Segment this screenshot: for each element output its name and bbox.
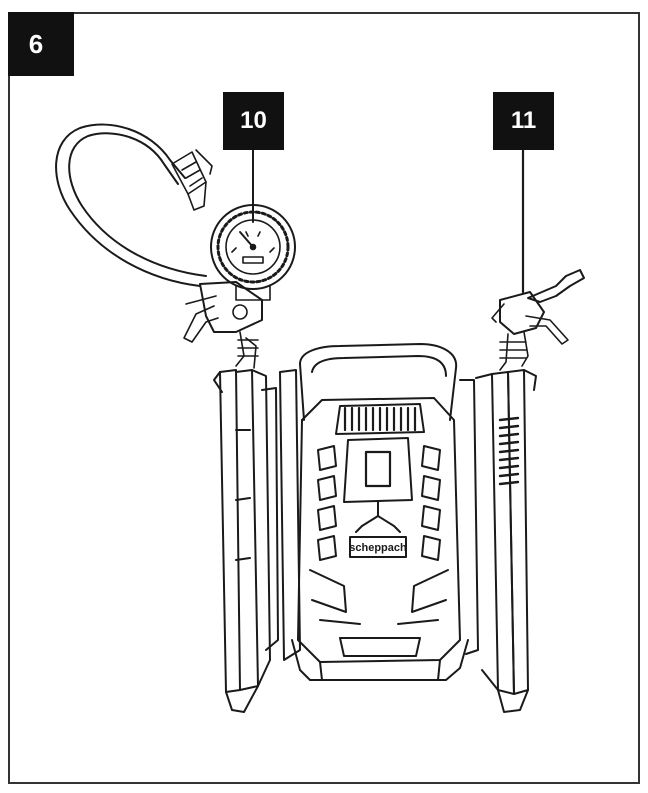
callout-label-10: 10 [223, 92, 284, 150]
svg-text:scheppach: scheppach [349, 542, 407, 554]
air-chuck [171, 149, 213, 211]
brand-plate: scheppach [349, 536, 407, 558]
air-hose [55, 123, 207, 287]
pressure-gauge-10 [210, 204, 296, 301]
callout-label-11: 11 [493, 92, 554, 150]
right-inflation-gun-11 [491, 269, 585, 371]
left-inflation-gun [183, 281, 263, 369]
figure-number-badge: 6 [8, 12, 74, 76]
compressor-housing [213, 343, 537, 713]
